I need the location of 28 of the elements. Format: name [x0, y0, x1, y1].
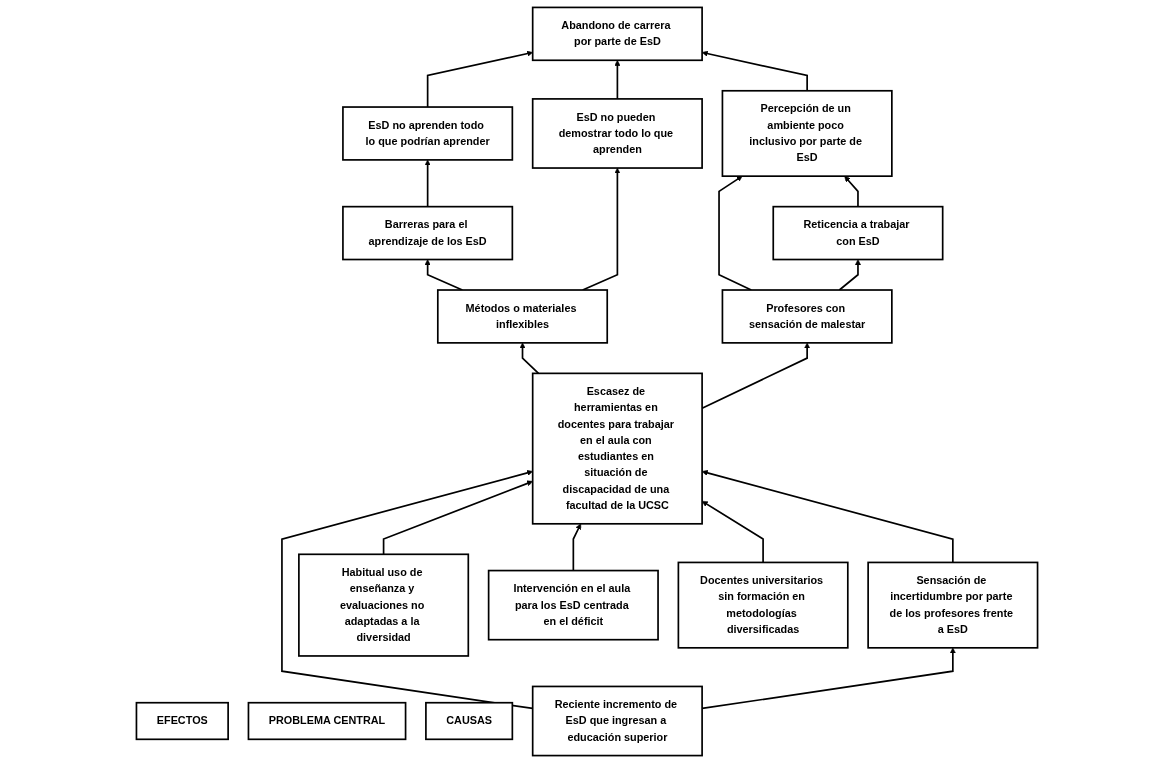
node-box: CAUSAS: [425, 701, 514, 741]
arrow: [519, 342, 540, 375]
node-box: PROBLEMA CENTRAL: [247, 701, 407, 741]
node-box: EsD no aprenden todo lo que podrían aprender: [342, 106, 514, 161]
node-box: Percepción de un ambiente poco inclusivo por parte de EsD: [721, 89, 893, 177]
node-box: Reticencia a trabajar con EsD: [772, 205, 944, 261]
arrow: [426, 50, 533, 108]
node-box: EsD no pueden demostrar todo lo que aprenden: [531, 98, 703, 169]
arrow: [572, 523, 582, 572]
node-box: Habitual uso de enseñanza y evaluaciones no adaptadas a la diversidad: [298, 553, 470, 657]
arrow: [718, 175, 753, 291]
arrow: [838, 259, 861, 291]
node-box: Barreras para el aprendizaje de los EsD: [342, 205, 514, 261]
node-box: Escasez de herramientas en docentes para trabajar en el aula con estudiantes en situación de discapacidad de una facultad de la UCSC: [531, 372, 703, 525]
arrow: [382, 480, 533, 556]
arrow: [844, 175, 859, 208]
node-box: Docentes universitarios sin formación en metodologías diversificadas: [677, 561, 849, 649]
node-box: Reciente incremento de EsD que ingresan a educación superior: [531, 685, 703, 757]
arrow: [581, 167, 621, 291]
node-box: EFECTOS: [135, 701, 229, 741]
arrow: [424, 159, 431, 208]
node-box: Métodos o materiales inflexibles: [436, 289, 609, 344]
node-box: Abandono de carrera por parte de EsD: [531, 6, 703, 62]
node-box: Sensación de incertidumbre por parte de los profesores frente a EsD: [867, 561, 1039, 649]
node-box: Intervención en el aula para los EsD centrada en el déficit: [487, 569, 659, 641]
node-box: Profesores con sensación de malestar: [721, 289, 893, 344]
arrow: [424, 259, 464, 291]
arrow: [614, 60, 621, 100]
